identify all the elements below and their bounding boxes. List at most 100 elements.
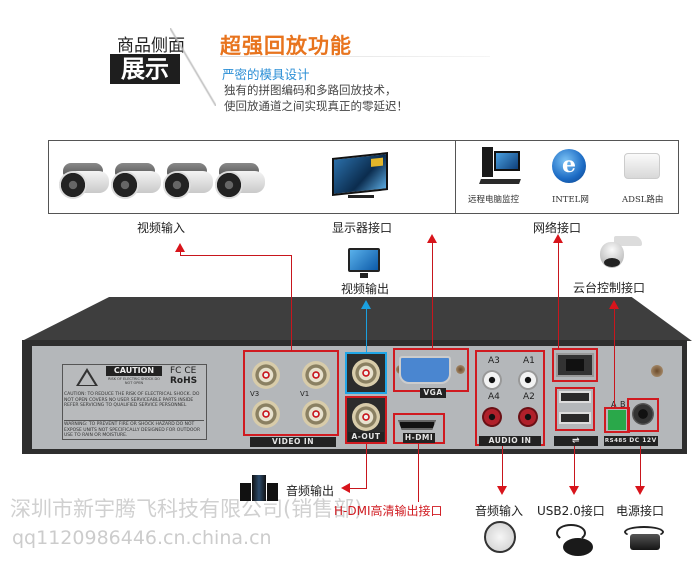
mouse-cord <box>556 524 586 542</box>
ptz-dome-camera-icon <box>600 236 642 270</box>
warning-text: WARNING: TO PREVENT FIRE OR SHOCK HAZARD… <box>64 420 204 439</box>
rs485-label: RS485 <box>604 436 628 446</box>
arrow-down-icon <box>635 486 645 495</box>
arrow-line <box>432 242 433 349</box>
decorative-slash <box>170 28 216 106</box>
arrow-line <box>350 488 367 489</box>
monitor-icon <box>332 152 388 196</box>
usb-symbol-icon: ⇌ <box>554 436 598 446</box>
dc-jack <box>632 403 654 425</box>
rca-red-a4 <box>482 407 502 427</box>
dvr-top-cover <box>22 297 692 341</box>
channel-a1: A1 <box>523 356 535 366</box>
video-output-monitor-stand <box>360 273 368 278</box>
rs485-pin-b: B <box>620 400 626 409</box>
bnc-connector-v3 <box>252 361 280 389</box>
caution-small-text: RISK OF ELECTRIC SHOCK DO NOT OPEN <box>108 377 160 385</box>
bnc-connector-video-out <box>352 359 380 387</box>
arrow-line <box>558 242 559 349</box>
safety-label <box>62 364 207 440</box>
dc-label: DC 12V <box>628 436 658 446</box>
arrow-line <box>366 444 367 488</box>
side-view-label: 商品侧面 <box>117 36 185 56</box>
rs485-highlight <box>604 407 630 433</box>
microphone-icon <box>484 521 516 553</box>
arrow-down-icon <box>569 486 579 495</box>
caution-text: CAUTION: TO REDUCE THE RISK OF ELECTRICA… <box>64 392 200 408</box>
bnc-connector-v1 <box>302 361 330 389</box>
video-in-highlight <box>243 350 339 436</box>
arrow-down-icon <box>497 486 507 495</box>
arrow-line <box>180 252 181 256</box>
rs485-terminal <box>608 410 626 430</box>
arrow-line <box>614 308 615 408</box>
rohs-mark: RoHS <box>170 376 198 386</box>
a-out-label: A-OUT <box>348 432 384 442</box>
hdmi-label: H-DMI <box>403 433 435 443</box>
speaker-icon <box>240 475 280 501</box>
audio-in-label: AUDIO IN <box>479 436 541 446</box>
arrow-line <box>180 255 291 256</box>
bnc-connector-v2 <box>302 400 330 428</box>
rs485-pin-a: A <box>611 400 616 409</box>
watermark-url: qq1120986446.cn.china.cn <box>12 527 272 549</box>
arrow-up-icon <box>609 300 619 309</box>
bullet-camera-icon <box>213 163 265 203</box>
usb-port-1 <box>559 391 591 403</box>
power-adapter-icon <box>630 534 660 550</box>
network-caption: 网络接口 <box>533 221 582 235</box>
ptz-label: 云台控制接口 <box>573 281 646 295</box>
monitor-stand <box>348 195 374 198</box>
vga-label: VGA <box>420 388 446 398</box>
monitor-caption: 显示器接口 <box>332 221 393 235</box>
desktop-pc-icon <box>479 147 521 184</box>
bullet-camera-icon <box>161 163 213 203</box>
show-label: 展示 <box>110 54 180 84</box>
channel-a3: A3 <box>488 356 500 366</box>
ground-screw-icon <box>651 365 663 377</box>
description-line-2: 使回放通道之间实现真正的零延迟！ <box>224 99 408 113</box>
usb-port-2 <box>559 412 591 424</box>
rca-white-a3 <box>482 370 502 390</box>
video-output-monitor-icon <box>348 248 380 272</box>
remote-pc-label: 远程电脑监控 <box>468 195 520 205</box>
watermark-company: 深圳市新宇腾飞科技有限公司(销售部) <box>10 497 363 521</box>
title-divider <box>220 56 490 57</box>
adapter-cord <box>624 526 664 538</box>
arrow-line <box>291 255 292 351</box>
power-label: 电源接口 <box>616 504 665 518</box>
rca-white-a1 <box>518 370 538 390</box>
channel-a2: A2 <box>523 392 535 402</box>
bullet-camera-icon <box>57 163 109 203</box>
network-highlight <box>552 348 598 382</box>
arrow-up-icon <box>175 243 185 252</box>
arrow-line <box>502 446 503 486</box>
screw-icon <box>456 365 465 374</box>
warning-triangle-inner <box>79 372 95 385</box>
bnc-connector-v4 <box>252 400 280 428</box>
audio-output-label: 音频输出 <box>286 484 335 498</box>
hdmi-port <box>398 420 436 430</box>
usb-highlight <box>555 387 595 431</box>
ie-browser-icon: e <box>552 149 586 183</box>
fc-ce-mark: FC CE <box>170 366 197 376</box>
arrow-line-blue <box>366 308 367 353</box>
mouse-icon <box>563 538 593 556</box>
feature-description: 独有的拼图编码和多路回放技术， 使回放通道之间实现真正的零延迟！ <box>224 82 408 114</box>
arrow-up-blue-icon <box>361 300 371 309</box>
video-in-label: VIDEO IN <box>250 437 336 447</box>
network-box: e 远程电脑监控 INTEL网 ADSL路由 <box>455 140 679 214</box>
feature-title: 超强回放功能 <box>220 34 352 58</box>
description-line-1: 独有的拼图编码和多路回放技术， <box>224 83 397 97</box>
bullet-camera-icon <box>109 163 161 203</box>
monitor-box <box>276 140 456 214</box>
camera-box <box>48 140 277 214</box>
adsl-router-label: ADSL路由 <box>622 195 664 205</box>
hdmi-highlight <box>393 413 445 444</box>
video-output-label: 视频输出 <box>341 282 390 296</box>
rca-red-a2 <box>518 407 538 427</box>
arrow-up-icon <box>553 234 563 243</box>
rj45-port <box>556 353 594 377</box>
arrow-line <box>418 444 419 502</box>
intel-net-label: INTEL网 <box>552 195 589 205</box>
